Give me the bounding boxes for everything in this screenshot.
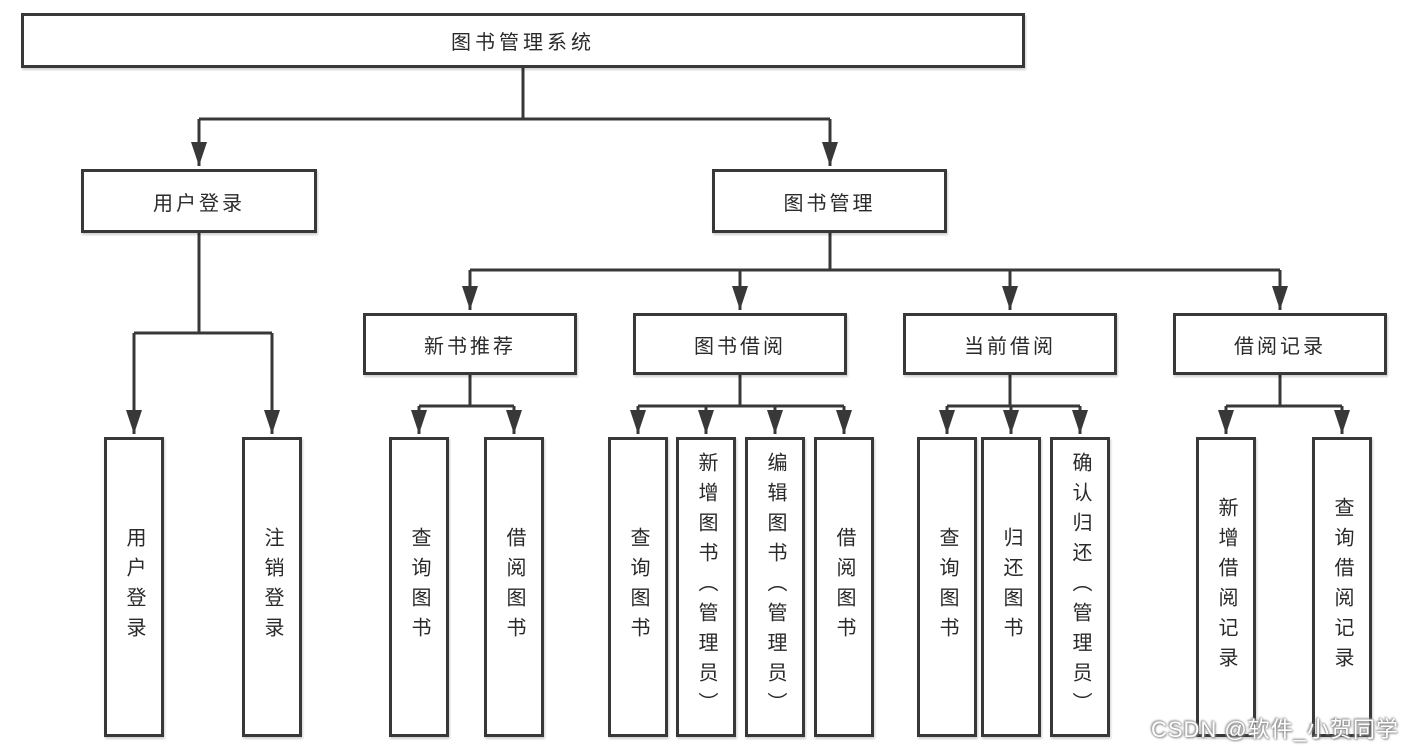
leaf-add-book-admin-label: 新增图书（管理员）: [695, 452, 717, 722]
leaf-edit-book-admin: 编辑图书（管理员）: [745, 437, 805, 737]
leaf-query-books-borrow: 查询图书: [608, 437, 668, 737]
leaf-add-borrow-record-label: 新增借阅记录: [1215, 497, 1237, 677]
leaf-query-books-recommend: 查询图书: [389, 437, 449, 737]
leaf-user-login: 用户登录: [104, 437, 164, 737]
leaf-confirm-return-admin: 确认归还（管理员）: [1050, 437, 1110, 737]
connector-new-book-recommend-children: [411, 375, 522, 434]
connector-current-borrow-children: [939, 375, 1088, 434]
leaf-borrow-books-recommend-label: 借阅图书: [503, 527, 525, 647]
leaf-edit-book-admin-label: 编辑图书（管理员）: [764, 452, 786, 722]
connector-user-login-children: [126, 233, 280, 434]
leaf-return-book-label: 归还图书: [1000, 527, 1022, 647]
leaf-user-login-label: 用户登录: [123, 527, 145, 647]
node-current-borrow: 当前借阅: [903, 313, 1117, 375]
leaf-query-books-borrow-label: 查询图书: [627, 527, 649, 647]
leaf-query-borrow-record: 查询借阅记录: [1312, 437, 1372, 737]
leaf-query-books-current: 查询图书: [917, 437, 977, 737]
leaf-return-book: 归还图书: [981, 437, 1041, 737]
node-borrow-records: 借阅记录: [1173, 313, 1387, 375]
leaf-borrow-books-label: 借阅图书: [833, 527, 855, 647]
leaf-borrow-books-recommend: 借阅图书: [484, 437, 544, 737]
leaf-logout: 注销登录: [242, 437, 302, 737]
connector-borrow-records-children: [1218, 375, 1350, 434]
leaf-add-borrow-record: 新增借阅记录: [1196, 437, 1256, 737]
leaf-query-books-current-label: 查询图书: [936, 527, 958, 647]
leaf-confirm-return-admin-label: 确认归还（管理员）: [1069, 452, 1091, 722]
leaf-query-books-recommend-label: 查询图书: [408, 527, 430, 647]
leaf-add-book-admin: 新增图书（管理员）: [676, 437, 736, 737]
connector-root-to-level2: [191, 68, 838, 166]
node-root: 图书管理系统: [21, 13, 1025, 68]
connector-book-management-children: [462, 233, 1288, 310]
leaf-query-borrow-record-label: 查询借阅记录: [1331, 497, 1353, 677]
node-user-login: 用户登录: [81, 169, 317, 233]
node-new-book-recommend: 新书推荐: [363, 313, 577, 375]
leaf-logout-label: 注销登录: [261, 527, 283, 647]
node-book-borrow: 图书借阅: [633, 313, 847, 375]
connector-book-borrow-children: [630, 375, 852, 434]
node-book-management: 图书管理: [712, 169, 947, 233]
leaf-borrow-books: 借阅图书: [814, 437, 874, 737]
